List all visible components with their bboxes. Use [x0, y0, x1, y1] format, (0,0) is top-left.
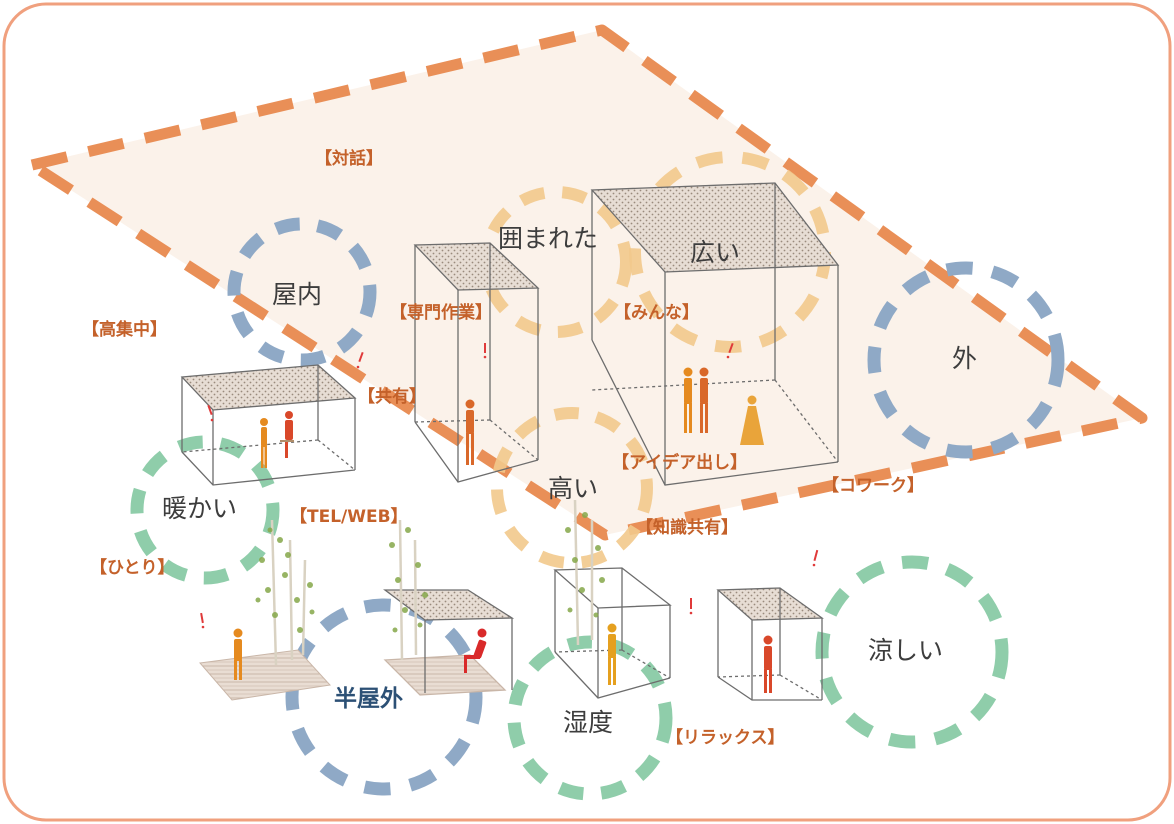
activity-cowork: 【コワーク】 [822, 476, 924, 496]
concept-warm: 暖かい [162, 494, 238, 523]
person-icon [607, 623, 617, 685]
activity-high-focus: 【高集中】 [82, 320, 167, 340]
exclaim-icon [356, 351, 364, 369]
person-icon [763, 635, 773, 693]
concept-indoor: 屋内 [272, 280, 323, 309]
concept-spacious: 広い [690, 238, 741, 267]
outside-zone [26, 24, 1148, 541]
ring-warm [130, 435, 280, 585]
exclaim-icon [812, 549, 819, 567]
exclaim-icon [200, 612, 205, 629]
concept-cool: 涼しい [868, 636, 944, 665]
activity-sharing: 【共有】 [358, 387, 426, 407]
tree-group-alone [255, 519, 315, 666]
activity-knowledge-sharing: 【知識共有】 [636, 518, 738, 538]
concept-outside: 外 [952, 344, 978, 373]
person-icon [233, 628, 243, 680]
exclaim-icon [689, 598, 693, 615]
person-icon [260, 418, 268, 468]
concept-enclosed: 囲まれた [498, 224, 599, 253]
person-icon [285, 411, 293, 458]
chair-icon [280, 440, 294, 442]
activity-relax: 【リラックス】 [666, 728, 785, 748]
concept-humidity: 湿度 [563, 708, 614, 737]
ring-indoor [227, 217, 377, 367]
ring-humidity [507, 635, 673, 801]
tree-group-tel-web [389, 519, 428, 661]
tree-group-knowledge [565, 499, 605, 646]
ring-outside [867, 261, 1065, 459]
activity-specialist-work: 【専門作業】 [390, 303, 492, 323]
exclaim-icon [207, 404, 214, 422]
activity-idea-generation: 【アイデア出し】 [612, 453, 748, 473]
ring-semi-outdoor [285, 598, 483, 796]
person-icon [683, 367, 693, 433]
box-relax [716, 587, 824, 701]
box-high-focus [180, 364, 357, 486]
exclaim-icon [483, 343, 487, 359]
exclaim-marks [200, 342, 819, 629]
box-knowledge-sharing [553, 567, 672, 699]
activity-everyone: 【みんな】 [614, 303, 699, 323]
person-icon [465, 399, 475, 465]
exclaim-icon [726, 342, 734, 359]
box-specialist [413, 242, 540, 483]
activity-dialogue: 【対話】 [315, 149, 383, 169]
box-everyone [590, 182, 840, 486]
concept-high: 高い [548, 474, 599, 503]
deck-alone [199, 649, 332, 701]
person-icon [740, 395, 764, 445]
person-icon [699, 367, 709, 433]
concept-semi-outdoor: 半屋外 [334, 686, 403, 712]
person-icon [464, 628, 487, 673]
person-icons [233, 367, 773, 693]
activity-alone: 【ひとり】 [90, 558, 175, 578]
activity-tel-web: 【TEL/WEB】 [290, 507, 408, 527]
ring-high [491, 407, 653, 569]
